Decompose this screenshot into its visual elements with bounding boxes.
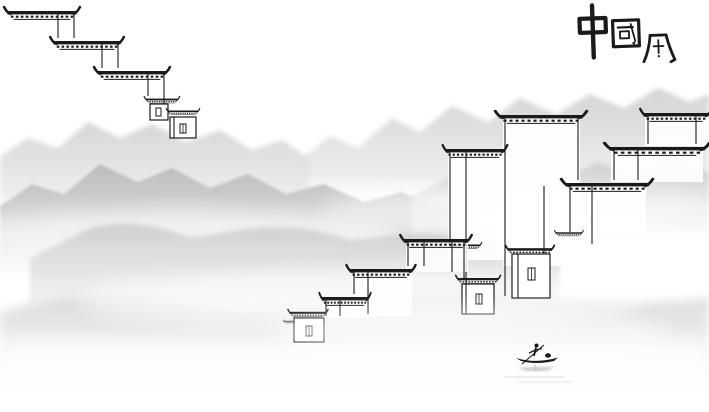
small-roof xyxy=(165,107,201,116)
village-right xyxy=(441,107,709,315)
fisherman-head xyxy=(534,343,539,348)
mist-bottom xyxy=(0,340,709,412)
village-center xyxy=(282,233,473,343)
house xyxy=(169,116,197,139)
boat-hull xyxy=(516,357,558,363)
char-feng xyxy=(642,33,677,64)
calligraphy-title xyxy=(577,3,677,64)
char-zhong xyxy=(577,3,609,60)
mist-band xyxy=(270,308,670,356)
fisherman-body xyxy=(533,347,537,357)
house xyxy=(149,103,169,121)
fisherman-boat xyxy=(516,343,558,365)
wall-lines xyxy=(57,14,165,108)
wall-backers xyxy=(448,114,709,266)
village-top-left xyxy=(2,5,201,139)
fisherman-arms xyxy=(528,347,543,354)
char-guo xyxy=(610,18,642,49)
water-ripples xyxy=(505,376,572,383)
wall-backers xyxy=(56,12,164,98)
wall-lines xyxy=(325,242,465,316)
boat-cargo xyxy=(545,353,551,358)
house xyxy=(504,244,556,299)
boat-reflection xyxy=(519,363,555,373)
